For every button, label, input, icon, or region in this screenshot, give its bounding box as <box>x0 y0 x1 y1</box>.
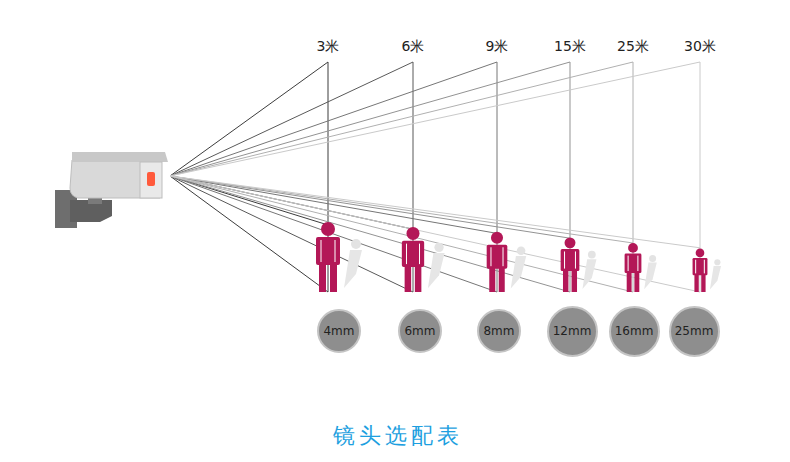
view-ray <box>700 62 701 292</box>
focal-length: 16mm <box>615 324 654 338</box>
lens-circle: 16mm <box>609 306 660 357</box>
view-ray <box>170 62 633 176</box>
view-ray <box>170 62 497 176</box>
lens-circle: 25mm <box>669 306 720 357</box>
camera-icon <box>55 152 168 228</box>
distance-label: 30米 <box>684 38 716 56</box>
camera-front <box>140 162 162 198</box>
view-ray <box>170 62 570 176</box>
view-ray <box>170 62 700 176</box>
distance-label: 15米 <box>554 38 586 56</box>
distance-label: 3米 <box>317 38 340 56</box>
focal-length: 8mm <box>483 324 514 338</box>
view-ray <box>170 62 413 176</box>
view-ray <box>170 176 633 243</box>
distance-label: 25米 <box>617 38 649 56</box>
distance-label: 9米 <box>486 38 509 56</box>
lens-circle: 8mm <box>477 309 521 353</box>
view-ray <box>170 176 700 248</box>
distance-label: 6米 <box>402 38 425 56</box>
focal-length: 6mm <box>404 324 435 338</box>
chart-title: 镜头选配表 <box>333 421 463 451</box>
lens-circle: 6mm <box>398 309 442 353</box>
view-ray <box>170 176 633 292</box>
person-figure <box>561 237 597 292</box>
lens-circle: 12mm <box>547 306 598 357</box>
focal-length: 25mm <box>675 324 714 338</box>
view-ray <box>170 176 570 292</box>
view-ray <box>170 176 497 292</box>
view-ray <box>170 176 570 238</box>
view-ray <box>170 176 700 292</box>
person-figure <box>693 249 722 292</box>
people-figures <box>316 222 721 292</box>
person-figure <box>402 227 445 292</box>
focal-length: 4mm <box>323 324 354 338</box>
person-figure <box>487 232 527 292</box>
person-figure <box>625 243 657 292</box>
camera-lens <box>147 172 155 186</box>
camera-hood <box>72 152 168 162</box>
view-rays <box>170 62 700 292</box>
person-figure <box>316 222 362 292</box>
focal-length: 12mm <box>553 324 592 338</box>
lens-circle: 4mm <box>317 309 361 353</box>
